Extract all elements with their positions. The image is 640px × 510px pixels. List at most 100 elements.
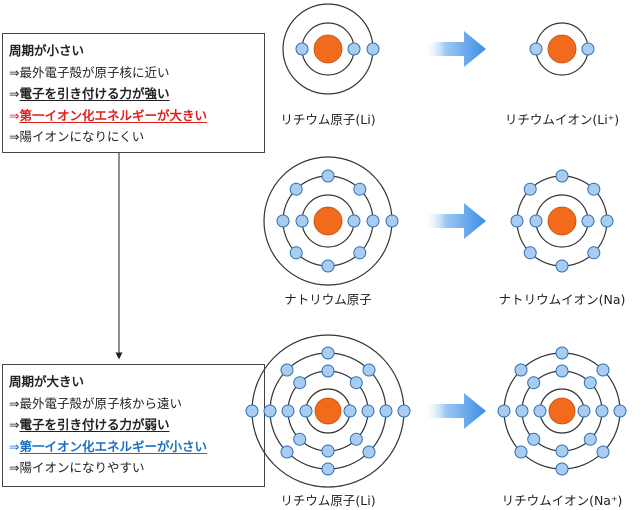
k-ion-electron <box>497 404 511 418</box>
k-arrow <box>424 393 486 429</box>
bottom-line-2-emphasis: 電子を引き付ける力が弱い <box>19 417 170 432</box>
bottom-line-2: ⇒電子を引き付ける力が弱い <box>9 417 170 432</box>
k-ion-electron <box>555 364 569 378</box>
k-ion-electron <box>577 404 591 418</box>
k-atom-electron <box>299 404 313 418</box>
bottom-explanation-box: 周期が大きい ⇒最外電子殻が原子核から遠い ⇒電子を引き付ける力が弱い ⇒第一イ… <box>2 364 265 487</box>
na-atom-electron <box>276 214 290 228</box>
na-atom-nucleus <box>313 206 343 236</box>
k-atom-electron <box>321 346 335 360</box>
na-atom <box>263 156 399 286</box>
k-atom <box>245 334 411 488</box>
top-line-3-emphasis: 第一イオン化エネルギーが大きい <box>19 107 207 123</box>
na-ion-electron <box>581 214 595 228</box>
label-li-atom: リチウム原子(Li) <box>280 112 376 127</box>
top-line-2-emphasis: 電子を引き付ける力が強い <box>19 86 170 101</box>
k-ion-electron <box>583 432 597 446</box>
na-atom-electron <box>385 214 399 228</box>
k-atom-electron <box>263 404 277 418</box>
k-ion-electron <box>583 376 597 390</box>
na-ion-electron <box>523 246 537 260</box>
label-na-atom: ナトリウム原子 <box>284 292 372 307</box>
k-atom-electron <box>280 445 294 459</box>
k-atom-electron <box>397 404 411 418</box>
arrows-group <box>424 31 486 429</box>
k-atom-electron <box>321 462 335 476</box>
top-heading: 周期が小さい <box>9 43 85 58</box>
bottom-line-1: ⇒最外電子殻が原子核から遠い <box>9 395 182 411</box>
k-atom-electron <box>379 404 393 418</box>
na-arrow <box>424 203 486 239</box>
k-atom-electron <box>349 376 363 390</box>
k-atom-electron <box>321 364 335 378</box>
li-ion-electron <box>529 42 543 56</box>
k-atom-nucleus <box>314 397 342 425</box>
na-ion-electron <box>587 182 601 196</box>
label-k-ion: リチウムイオン(Na⁺) <box>501 493 623 508</box>
li-arrow <box>424 31 486 67</box>
label-na-ion: ナトリウムイオン(Na) <box>498 292 626 307</box>
na-atom-electron <box>289 246 303 260</box>
k-ion-electron <box>595 404 609 418</box>
bottom-heading: 周期が大きい <box>9 374 85 389</box>
na-ion-electron <box>523 182 537 196</box>
li-atom <box>282 3 380 95</box>
li-atom-electron <box>295 42 309 56</box>
li-ion-nucleus <box>547 34 577 64</box>
k-ion-electron <box>514 445 528 459</box>
top-line-4: ⇒陽イオンになりにくい <box>9 129 145 144</box>
na-ion-electron <box>600 214 614 228</box>
top-line-1: ⇒最外電子殻が原子核に近い <box>9 64 170 80</box>
na-atom-electron <box>295 214 309 228</box>
na-ion-electron <box>510 214 524 228</box>
k-ion-electron <box>555 462 569 476</box>
k-ion-electron <box>533 404 547 418</box>
na-ion-electron <box>555 169 569 183</box>
k-atom-electron <box>293 432 307 446</box>
k-atom-electron <box>361 404 375 418</box>
na-atom-electron <box>321 259 335 273</box>
bottom-line-4: ⇒陽イオンになりやすい <box>9 460 145 475</box>
na-atom-electron <box>321 169 335 183</box>
na-ion-electron <box>587 246 601 260</box>
li-ion <box>529 22 595 76</box>
k-ion <box>497 346 627 476</box>
k-ion-electron <box>613 404 627 418</box>
li-atom-electron <box>347 42 361 56</box>
k-ion-electron <box>555 346 569 360</box>
k-atom-electron <box>362 445 376 459</box>
k-ion-electron <box>515 404 529 418</box>
top-line-3: ⇒第一イオン化エネルギーが大きい <box>9 107 207 123</box>
top-line-2: ⇒電子を引き付ける力が強い <box>9 86 170 101</box>
k-atom-electron <box>349 432 363 446</box>
k-atom-electron <box>245 404 259 418</box>
na-atom-electron <box>347 214 361 228</box>
na-ion <box>510 169 614 273</box>
k-ion-electron <box>514 363 528 377</box>
k-atom-electron <box>281 404 295 418</box>
li-atom-nucleus <box>313 34 343 64</box>
k-ion-nucleus <box>548 397 576 425</box>
k-ion-electron <box>596 445 610 459</box>
k-atom-electron <box>343 404 357 418</box>
na-atom-electron <box>289 182 303 196</box>
bottom-line-3: ⇒第一イオン化エネルギーが小さい <box>9 438 207 454</box>
k-atom-electron <box>362 363 376 377</box>
na-atom-electron <box>353 182 367 196</box>
label-li-ion: リチウムイオン(Li⁺) <box>504 112 620 127</box>
li-ion-electron <box>581 42 595 56</box>
k-atom-electron <box>293 376 307 390</box>
atoms-group <box>245 3 627 488</box>
k-atom-electron <box>321 444 335 458</box>
bottom-line-3-emphasis: 第一イオン化エネルギーが小さい <box>19 438 207 454</box>
k-ion-electron <box>527 376 541 390</box>
na-ion-nucleus <box>547 206 577 236</box>
top-explanation-box: 周期が小さい ⇒最外電子殻が原子核に近い ⇒電子を引き付ける力が強い ⇒第一イオ… <box>2 33 265 153</box>
k-ion-electron <box>596 363 610 377</box>
na-atom-electron <box>353 246 367 260</box>
na-ion-electron <box>555 259 569 273</box>
na-ion-electron <box>529 214 543 228</box>
li-atom-electron <box>366 42 380 56</box>
k-ion-electron <box>527 432 541 446</box>
